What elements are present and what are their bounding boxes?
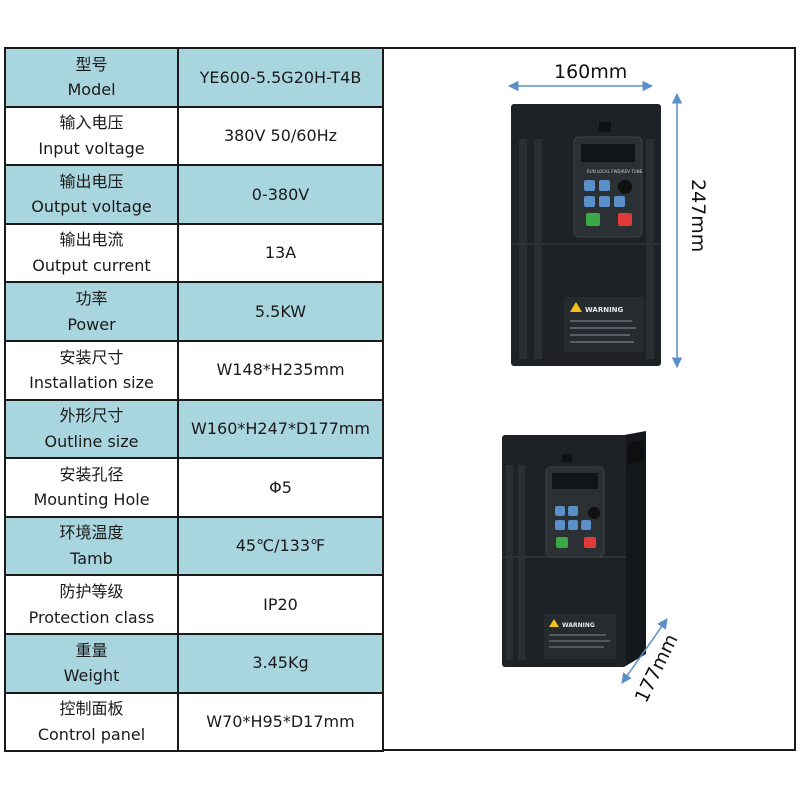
spec-value: 380V 50/60Hz bbox=[177, 105, 384, 167]
spec-row-outline-size: 外形尺寸 Outline size W160*H247*D177mm bbox=[4, 398, 384, 460]
spec-label: 控制面板 Control panel bbox=[4, 691, 179, 753]
spec-value: YE600-5.5G20H-T4B bbox=[177, 47, 384, 108]
height-dimension-label: 247mm bbox=[687, 179, 709, 252]
spec-label-cn: 安装孔径 bbox=[59, 464, 124, 484]
spec-label-en: Tamb bbox=[70, 549, 113, 569]
spec-label: 外形尺寸 Outline size bbox=[4, 398, 179, 460]
spec-label: 型号 Model bbox=[4, 47, 179, 108]
spec-label: 重量 Weight bbox=[4, 632, 179, 694]
spec-value: W148*H235mm bbox=[177, 339, 384, 401]
spec-value: W160*H247*D177mm bbox=[177, 398, 384, 460]
product-illustration: RUN LOCAL FWD/REV TUNE WARNING 160mm 247… bbox=[502, 61, 709, 706]
spec-label-cn: 环境温度 bbox=[59, 523, 124, 543]
product-image-area: RUN LOCAL FWD/REV TUNE WARNING 160mm 247… bbox=[384, 49, 794, 749]
spec-label-cn: 外形尺寸 bbox=[59, 406, 124, 426]
spec-label-cn: 防护等级 bbox=[59, 582, 124, 602]
spec-label-en: Output current bbox=[32, 256, 151, 276]
spec-value: Φ5 bbox=[177, 457, 384, 518]
spec-row-power: 功率 Power 5.5KW bbox=[4, 281, 384, 342]
spec-label-en: Outline size bbox=[44, 431, 139, 451]
vfd-front-view: RUN LOCAL FWD/REV TUNE WARNING bbox=[511, 104, 661, 366]
spec-label-en: Power bbox=[67, 314, 116, 334]
spec-label: 防护等级 Protection class bbox=[4, 574, 179, 635]
spec-label: 输出电压 Output voltage bbox=[4, 164, 179, 225]
svg-text:RUN LOCAL FWD/REV TUNE: RUN LOCAL FWD/REV TUNE bbox=[587, 169, 643, 174]
spec-label-en: Installation size bbox=[29, 373, 154, 393]
spec-row-control-panel: 控制面板 Control panel W70*H95*D17mm bbox=[4, 691, 384, 753]
spec-value: 5.5KW bbox=[177, 281, 384, 342]
vfd-perspective-view: WARNING bbox=[502, 431, 646, 667]
spec-label-en: Protection class bbox=[28, 607, 155, 627]
spec-row-weight: 重量 Weight 3.45Kg bbox=[4, 632, 384, 694]
spec-value: 45℃/133℉ bbox=[177, 515, 384, 577]
spec-label-en: Input voltage bbox=[38, 138, 145, 158]
spec-label-cn: 功率 bbox=[75, 289, 108, 309]
spec-label: 环境温度 Tamb bbox=[4, 515, 179, 577]
spec-label-en: Output voltage bbox=[31, 197, 152, 217]
spec-label-cn: 重量 bbox=[75, 640, 108, 660]
spec-row-model: 型号 Model YE600-5.5G20H-T4B bbox=[4, 47, 384, 108]
spec-row-output-voltage: 输出电压 Output voltage 0-380V bbox=[4, 164, 384, 225]
spec-row-input-voltage: 输入电压 Input voltage 380V 50/60Hz bbox=[4, 105, 384, 167]
spec-label-cn: 输出电压 bbox=[59, 171, 124, 191]
warning-label-top: WARNING bbox=[585, 306, 624, 314]
spec-label: 输入电压 Input voltage bbox=[4, 105, 179, 167]
spec-label: 安装孔径 Mounting Hole bbox=[4, 457, 179, 518]
spec-value: W70*H95*D17mm bbox=[177, 691, 384, 753]
spec-row-installation-size: 安装尺寸 Installation size W148*H235mm bbox=[4, 339, 384, 401]
spec-label-cn: 输出电流 bbox=[59, 230, 124, 250]
spec-label-cn: 安装尺寸 bbox=[59, 347, 124, 367]
spec-label: 功率 Power bbox=[4, 281, 179, 342]
spec-label: 安装尺寸 Installation size bbox=[4, 339, 179, 401]
spec-value: 3.45Kg bbox=[177, 632, 384, 694]
width-dimension-label: 160mm bbox=[554, 61, 627, 83]
spec-value: 0-380V bbox=[177, 164, 384, 225]
spec-label: 输出电流 Output current bbox=[4, 222, 179, 284]
spec-label-cn: 型号 bbox=[75, 54, 108, 74]
spec-row-protection-class: 防护等级 Protection class IP20 bbox=[4, 574, 384, 635]
depth-dimension-arrow bbox=[621, 618, 668, 684]
spec-value: IP20 bbox=[177, 574, 384, 635]
warning-label-bottom: WARNING bbox=[562, 622, 595, 629]
spec-value: 13A bbox=[177, 222, 384, 284]
spec-label-en: Mounting Hole bbox=[33, 490, 150, 510]
spec-table: 型号 Model YE600-5.5G20H-T4B 输入电压 Input vo… bbox=[4, 47, 384, 753]
spec-label-en: Model bbox=[67, 80, 116, 100]
spec-label-en: Weight bbox=[63, 666, 120, 686]
spec-row-mounting-hole: 安装孔径 Mounting Hole Φ5 bbox=[4, 457, 384, 518]
spec-label-cn: 控制面板 bbox=[59, 699, 124, 719]
spec-row-output-current: 输出电流 Output current 13A bbox=[4, 222, 384, 284]
spec-row-tamb: 环境温度 Tamb 45℃/133℉ bbox=[4, 515, 384, 577]
spec-label-cn: 输入电压 bbox=[59, 113, 124, 133]
spec-label-en: Control panel bbox=[37, 724, 146, 744]
